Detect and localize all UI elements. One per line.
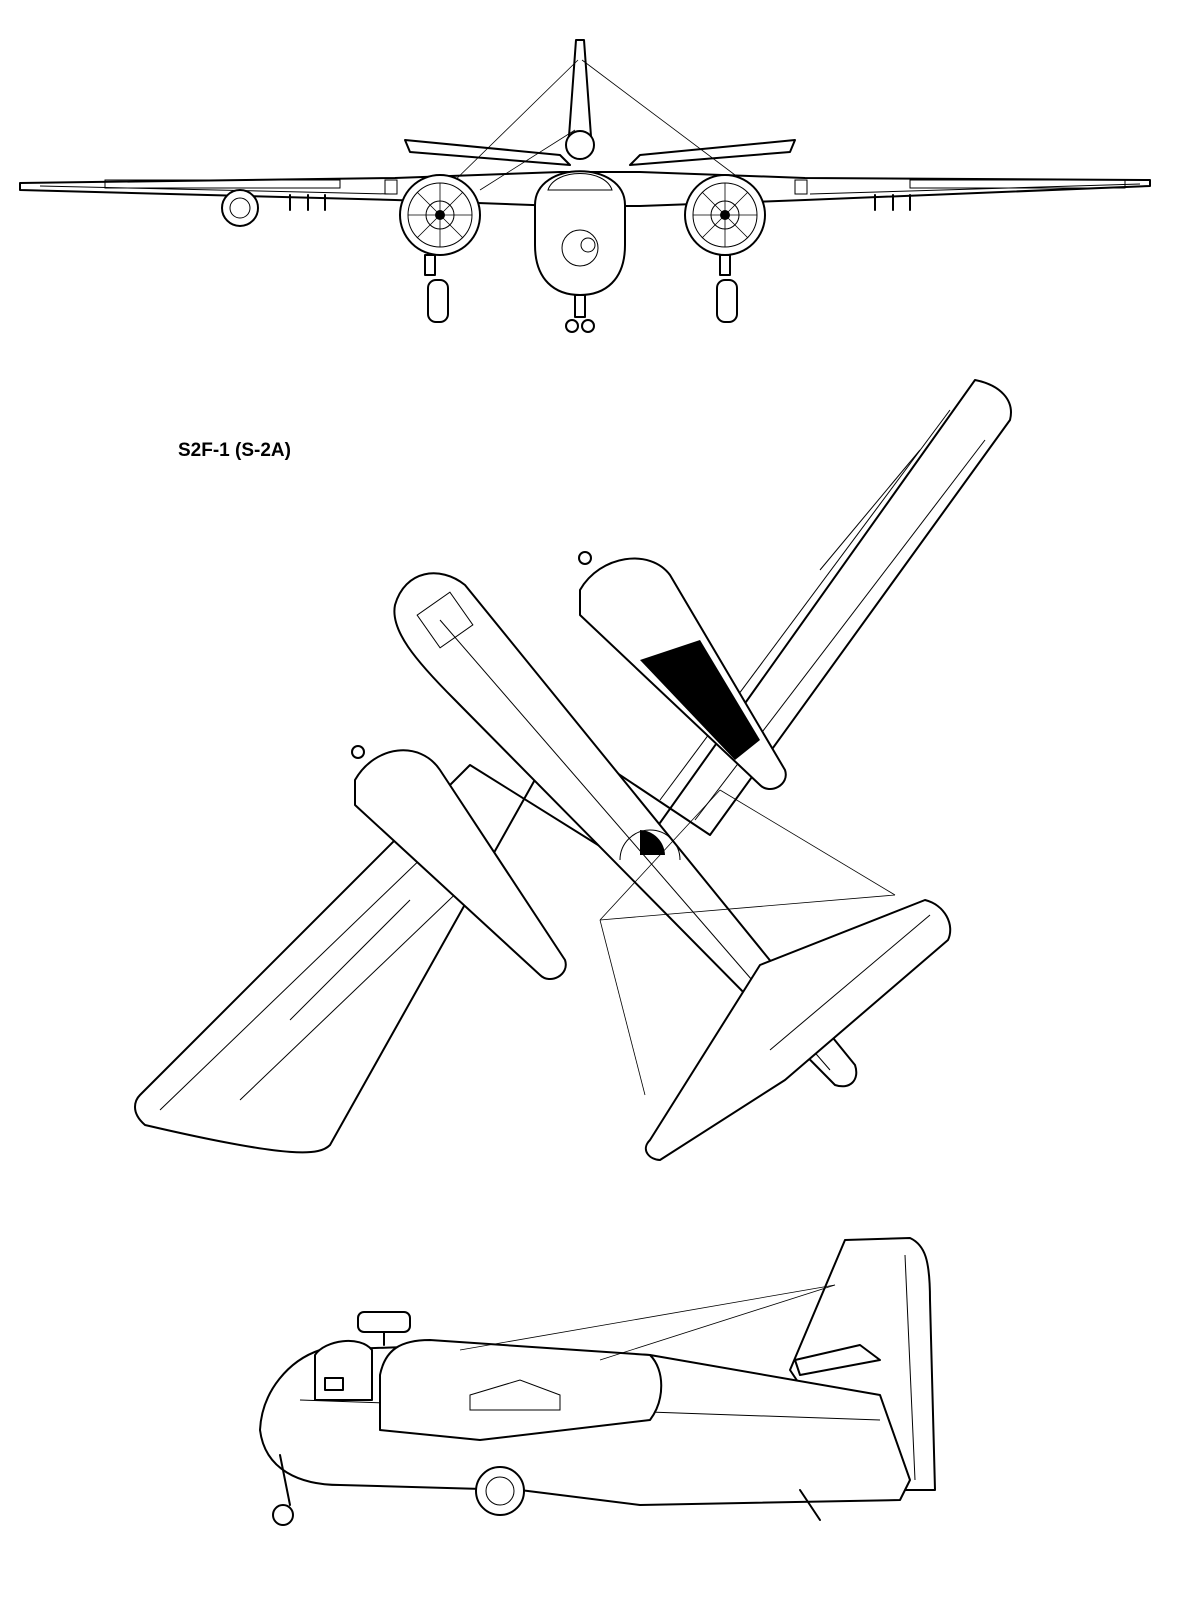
front-tail (404, 39, 796, 191)
side-antenna-wires (459, 1284, 836, 1361)
side-radome (357, 1311, 411, 1346)
plan-nacelle-left (351, 745, 567, 980)
plan-tail (644, 899, 952, 1161)
tail-skid (799, 1489, 821, 1521)
side-fin (789, 1237, 936, 1491)
front-engine-right (684, 174, 766, 323)
side-landing-gear (272, 1454, 525, 1526)
side-view (259, 1237, 936, 1526)
front-view (19, 39, 1151, 333)
planform-view (134, 379, 1012, 1161)
front-engine-left (399, 174, 481, 323)
plan-antenna-wires (599, 789, 896, 1096)
aircraft-designation-title: S2F-1 (S-2A) (178, 440, 291, 461)
side-nacelle (379, 1339, 663, 1441)
plan-nacelle-right (578, 551, 787, 790)
front-fuselage (534, 170, 626, 333)
